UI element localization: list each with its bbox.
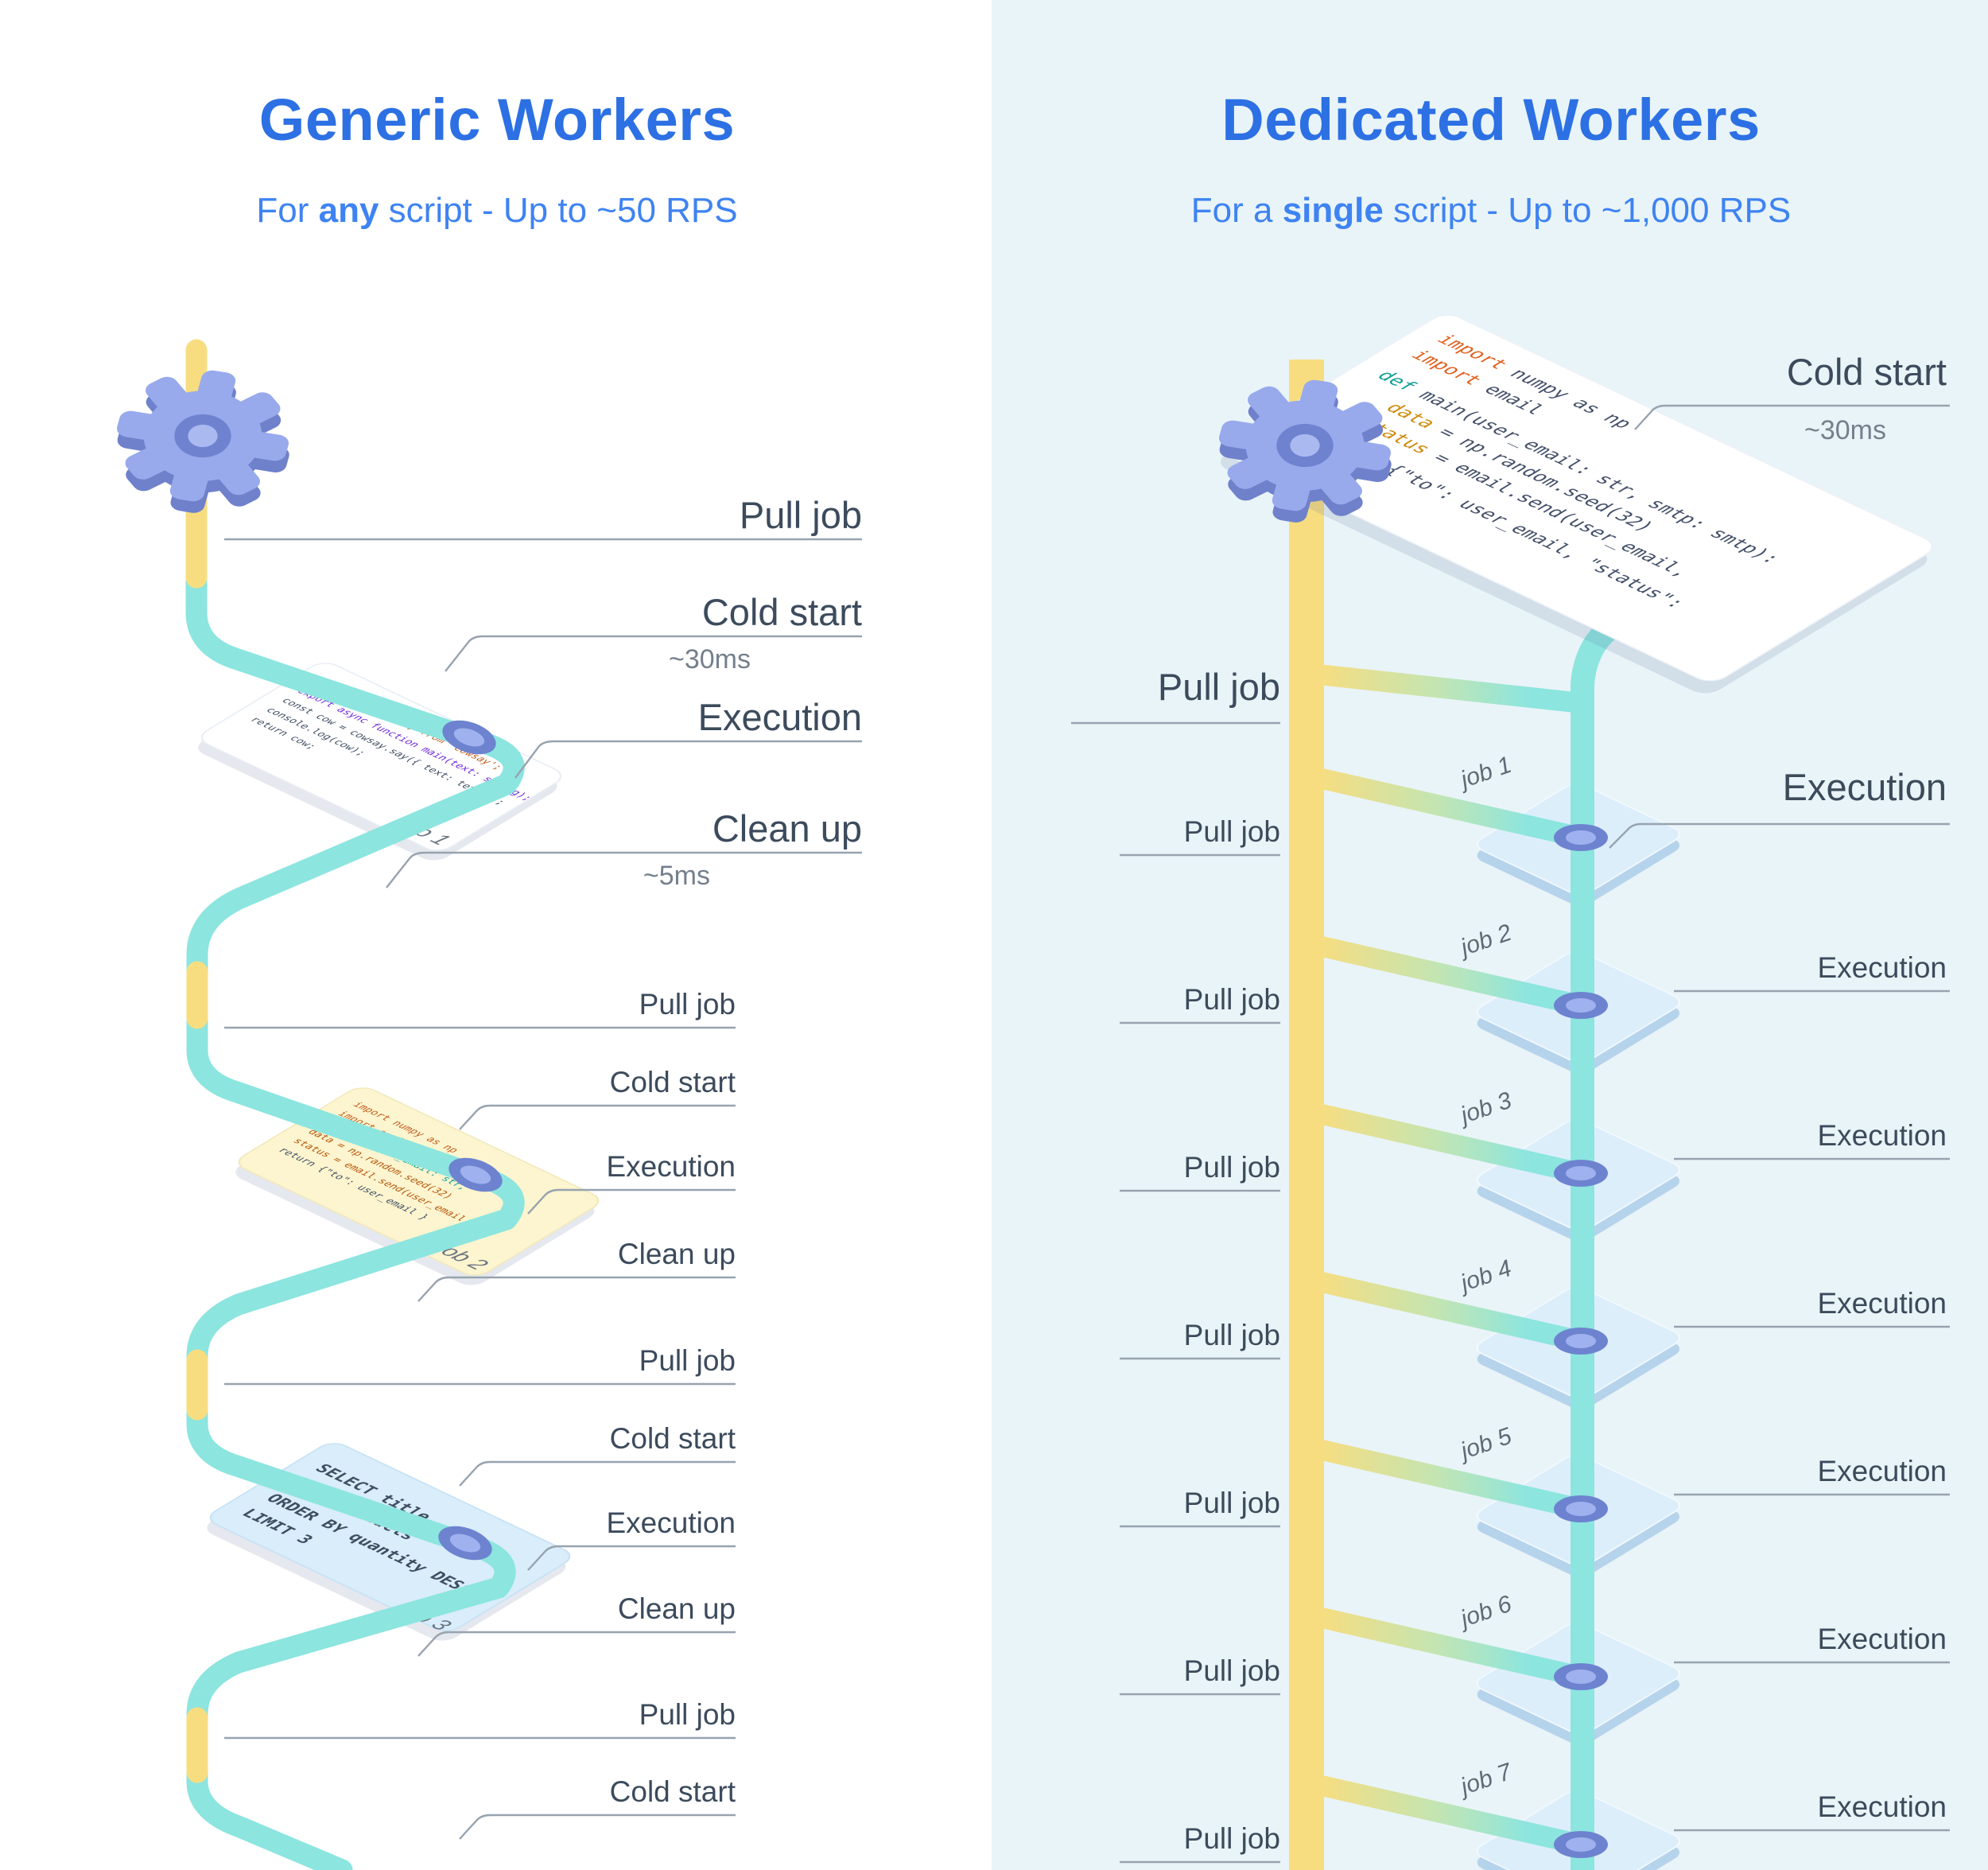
pull-job-branch	[1308, 935, 1591, 1016]
step-label-execution: Execution	[606, 1150, 736, 1183]
tile-job-label: job 1	[1454, 752, 1515, 795]
execution-label-main: Execution	[1782, 766, 1947, 808]
subtitle-emphasis: single	[1282, 191, 1384, 230]
leader-lines-left	[224, 538, 862, 1840]
pull-job-label: Pull job	[1183, 815, 1280, 848]
subtitle-text: For a	[1190, 191, 1283, 230]
tile-job-label: job 2	[1454, 919, 1515, 962]
step-label-cold-start: Cold start	[609, 1775, 736, 1808]
pull-job-branch	[1308, 1607, 1591, 1687]
pull-job-branch	[1308, 664, 1593, 713]
step-label-pull-job: Pull job	[739, 494, 862, 536]
execution-node	[1554, 1663, 1608, 1690]
subtitle-emphasis: any	[318, 191, 379, 230]
subtitle-text: script - Up to ~1,000 RPS	[1383, 191, 1792, 230]
tile-job-label: job 7	[1454, 1758, 1516, 1801]
step-label-clean-up: Clean up	[617, 1592, 736, 1625]
pull-job-branch	[1308, 1103, 1591, 1184]
pull-job-label-main: Pull job	[1157, 666, 1280, 708]
pull-job-label: Pull job	[1183, 1654, 1280, 1687]
execution-node	[1554, 1328, 1608, 1355]
generic-worker-path	[185, 343, 525, 1870]
execution-label: Execution	[1817, 1119, 1947, 1152]
execution-node	[448, 1157, 503, 1192]
step-duration: ~30ms	[669, 644, 751, 675]
left-panel-subtitle: For any script - Up to ~50 RPS	[0, 191, 994, 231]
cold-start-duration: ~30ms	[1804, 415, 1886, 445]
tile-job-label: job 4	[1454, 1255, 1515, 1298]
tile-job-label: job 5	[1454, 1423, 1515, 1466]
execution-label: Execution	[1817, 1455, 1947, 1487]
step-label-clean-up: Clean up	[617, 1238, 736, 1270]
execution-node	[1554, 992, 1608, 1019]
subtitle-text: script - Up to ~50 RPS	[379, 191, 738, 230]
step-label-cold-start: Cold start	[609, 1422, 736, 1455]
tile-job-label: job 6	[1454, 1591, 1515, 1634]
execution-node	[1554, 1160, 1608, 1187]
step-label-pull-job: Pull job	[639, 988, 736, 1021]
execution-node	[438, 1526, 492, 1561]
step-label-cold-start: Cold start	[701, 591, 862, 633]
pull-job-label: Pull job	[1183, 1151, 1280, 1184]
execution-label: Execution	[1817, 1287, 1947, 1320]
dedicated-script-card: import numpy as np import email def main…	[1221, 314, 1933, 694]
execution-node	[1554, 1831, 1608, 1858]
pull-job-label: Pull job	[1183, 983, 1280, 1016]
step-label-cold-start: Cold start	[609, 1066, 736, 1098]
right-panel-subtitle: For a single script - Up to ~1,000 RPS	[994, 191, 1988, 231]
execution-node	[442, 720, 496, 755]
step-label-pull-job: Pull job	[639, 1698, 736, 1731]
pull-job-label: Pull job	[1183, 1487, 1280, 1519]
step-label-pull-job: Pull job	[639, 1344, 736, 1377]
step-label-execution: Execution	[697, 696, 862, 738]
left-panel-title: Generic Workers	[258, 87, 736, 153]
pull-job-branch	[1308, 1775, 1591, 1855]
execution-node	[1554, 1495, 1608, 1522]
pull-job-branch	[1308, 1439, 1591, 1519]
tile-job-label: job 3	[1454, 1087, 1515, 1130]
pull-job-branch	[1308, 768, 1591, 848]
leader-lines-right	[1071, 404, 1950, 1864]
right-panel-title: Dedicated Workers	[1221, 87, 1761, 153]
execution-label: Execution	[1817, 1790, 1947, 1823]
gear-icon	[1202, 367, 1408, 535]
execution-node	[1554, 824, 1608, 851]
gear-icon	[100, 358, 306, 526]
pull-job-label: Pull job	[1183, 1319, 1280, 1351]
step-label-clean-up: Clean up	[712, 807, 862, 849]
step-label-execution: Execution	[606, 1506, 736, 1539]
right-panel-background	[992, 0, 1988, 1870]
pull-job-label: Pull job	[1183, 1822, 1280, 1855]
execution-label: Execution	[1817, 1623, 1947, 1655]
pull-job-branch	[1308, 1271, 1591, 1351]
cold-start-label: Cold start	[1786, 351, 1947, 393]
subtitle-text: For	[256, 191, 319, 230]
execution-label: Execution	[1817, 951, 1947, 984]
step-duration: ~5ms	[643, 861, 710, 891]
